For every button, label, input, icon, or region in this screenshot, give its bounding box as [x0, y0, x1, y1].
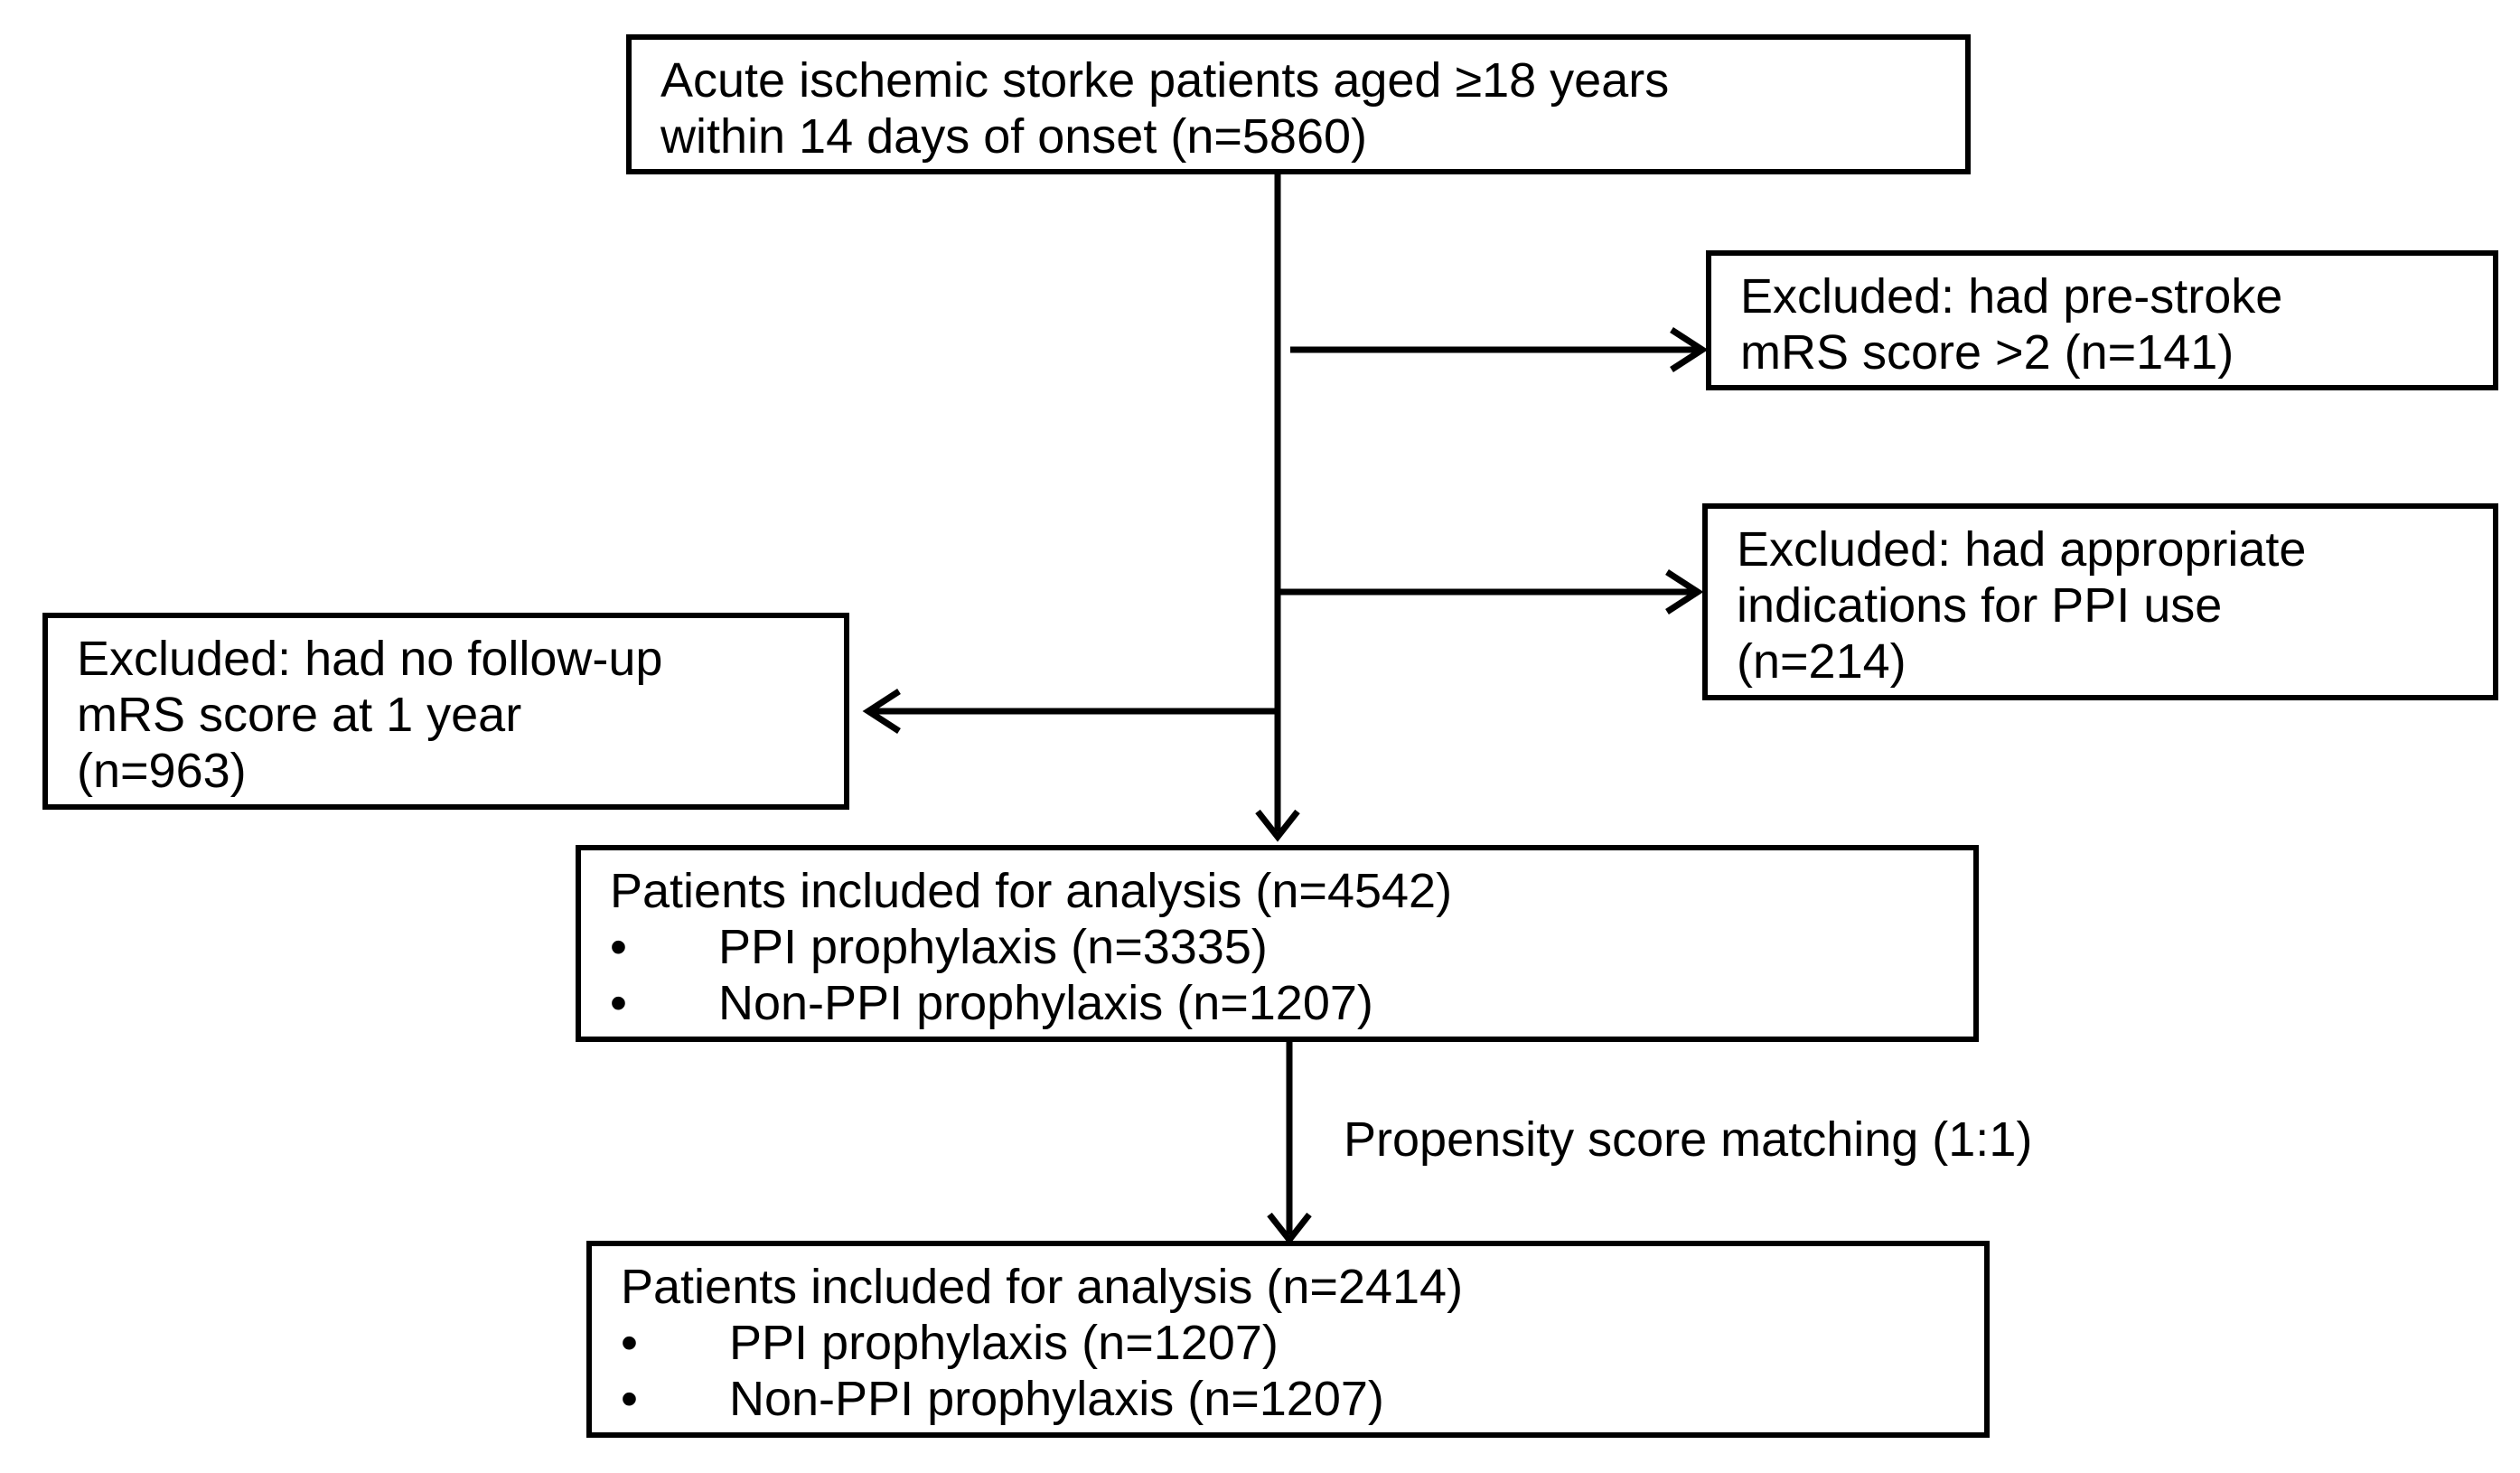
arrowhead-excl-mrs: [1670, 327, 1709, 372]
box-excluded-ppi-indications: Excluded: had appropriate indications fo…: [1702, 503, 2498, 700]
box-excluded-prestroke-mrs: Excluded: had pre-stroke mRS score >2 (n…: [1706, 250, 2498, 390]
box-excl-mrs-line-2: mRS score >2 (n=141): [1740, 325, 2234, 380]
box-excl-ppi-line-1: Excluded: had appropriate: [1737, 522, 2307, 577]
bullet-dot: •: [621, 1372, 638, 1426]
label-propensity-matching: Propensity score matching (1:1): [1344, 1112, 2033, 1167]
box-excl-followup-line-1: Excluded: had no follow-up: [77, 632, 663, 686]
box-matched-bullet-2: • Non-PPI prophylaxis (n=1207): [621, 1371, 1984, 1427]
bullet-dot: •: [610, 920, 627, 974]
trunk-arrowhead: [1255, 809, 1300, 842]
box-excl-mrs-line-1: Excluded: had pre-stroke: [1740, 269, 2283, 324]
box-excl-followup-line-2: mRS score at 1 year: [77, 688, 522, 742]
arrowhead-excl-ppi: [1665, 569, 1704, 615]
box-matched-heading: Patients included for analysis (n=2414): [621, 1260, 1464, 1314]
box-included-bullet-1: • PPI prophylaxis (n=3335): [610, 919, 1973, 975]
box-excl-ppi-line-2: indications for PPI use: [1737, 578, 2223, 633]
box-excl-followup-line-3: (n=963): [77, 744, 247, 798]
box-included-bullet-2: • Non-PPI prophylaxis (n=1207): [610, 975, 1973, 1031]
box-start-line-2: within 14 days of onset (n=5860): [660, 109, 1367, 164]
box-included-bullet-1-text: PPI prophylaxis (n=3335): [718, 920, 1268, 974]
box-start: Acute ischemic storke patients aged ≥18 …: [626, 34, 1971, 174]
box-matched-bullet-1: • PPI prophylaxis (n=1207): [621, 1315, 1984, 1371]
box-matched-analysis: Patients included for analysis (n=2414) …: [586, 1241, 1990, 1438]
matching-arrowhead: [1267, 1212, 1312, 1245]
box-excluded-no-followup: Excluded: had no follow-up mRS score at …: [42, 613, 849, 810]
box-included-bullet-2-text: Non-PPI prophylaxis (n=1207): [718, 976, 1373, 1030]
box-matched-bullet-1-text: PPI prophylaxis (n=1207): [729, 1316, 1279, 1370]
bullet-dot: •: [610, 976, 627, 1030]
bullet-dot: •: [621, 1316, 638, 1370]
arrowhead-excl-followup: [862, 689, 901, 734]
box-excl-ppi-line-3: (n=214): [1737, 634, 1906, 689]
box-start-line-1: Acute ischemic storke patients aged ≥18 …: [660, 53, 1670, 108]
box-included-heading: Patients included for analysis (n=4542): [610, 864, 1453, 918]
box-matched-bullet-2-text: Non-PPI prophylaxis (n=1207): [729, 1372, 1384, 1426]
box-included-analysis: Patients included for analysis (n=4542) …: [576, 845, 1979, 1042]
